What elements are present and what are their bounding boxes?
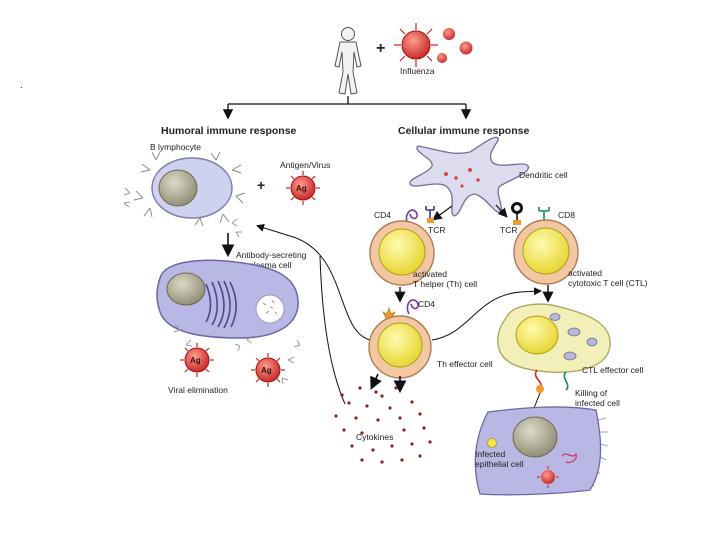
th-effector-label: Th effector cell	[437, 359, 493, 369]
plus-sign-top: +	[376, 40, 385, 57]
tcr-receptor-left-icon	[425, 206, 435, 220]
antigen-virus-icon: Ag	[286, 171, 320, 205]
infected-epithelial-cell	[474, 406, 609, 496]
ctl-cell-label-1: activated	[568, 268, 602, 278]
infected-label-2: epithelial cell	[475, 459, 524, 469]
th-effector-cell	[368, 315, 432, 379]
tcr-label-left: TCR	[428, 225, 445, 235]
activated-th-cell	[369, 220, 435, 286]
ctl-effector-label: CTL effector cell	[582, 365, 644, 375]
b-lymphocyte-cell	[133, 151, 246, 227]
arrow-th-effector-to-ctl	[431, 287, 542, 341]
cellular-response-heading: Cellular immune response	[398, 125, 529, 137]
infected-label-1: Infected	[475, 449, 506, 459]
killing-label-1: Killing of	[575, 388, 608, 398]
cd4-receptor-effector-icon	[406, 299, 419, 315]
cytokine-release-arrows	[370, 373, 407, 394]
th-cell-label-2: T helper (Th) cell	[413, 279, 477, 289]
human-figure-icon	[334, 27, 362, 95]
plasma-cell	[156, 259, 299, 339]
ag-label-left: Ag	[190, 356, 201, 365]
b-lymphocyte-label: B lymphocyte	[150, 142, 201, 152]
activated-ctl-cell	[513, 219, 579, 285]
stray-dot: .	[20, 80, 23, 91]
cd4-receptor-icon	[405, 209, 418, 226]
arrow-th-effector-to-b-cell	[256, 223, 371, 341]
mhc-marker-left	[427, 218, 434, 223]
cd8-receptor-icon	[538, 207, 550, 225]
plasma-cell-label-2: plasma cell	[249, 260, 292, 270]
plus-sign-humoral: +	[257, 177, 265, 193]
ag-virus-icon-right: Ag	[251, 353, 285, 387]
ag-virus-icon-left: Ag	[180, 343, 214, 377]
killing-synapse-icon	[533, 369, 569, 409]
ag-label-right: Ag	[261, 366, 272, 375]
arrow-dc-to-ctl	[495, 204, 508, 218]
ag-label-top: Ag	[296, 184, 307, 193]
ctl-effector-cell	[497, 303, 611, 373]
tcr-receptor-right-icon	[511, 202, 523, 225]
virus-in-epithelial-icon	[537, 466, 559, 488]
cytokine-dots	[334, 386, 432, 464]
arrow-dc-to-th	[432, 205, 453, 221]
cytokines-label: Cytokines	[356, 432, 393, 442]
humoral-response-heading: Humoral immune response	[161, 125, 297, 137]
dendritic-cell	[409, 136, 530, 217]
free-antibody-icons	[123, 187, 242, 238]
influenza-virus-icon	[394, 23, 473, 67]
antibody-cluster	[173, 324, 301, 385]
branch-connector	[222, 96, 472, 120]
cd4-label: CD4	[374, 210, 391, 220]
plasma-cell-label-1: Antibody-secreting	[236, 250, 307, 260]
th-cell-label-1: activated	[413, 269, 447, 279]
antigen-virus-label: Antigen/Virus	[280, 160, 330, 170]
viral-elimination-label: Viral elimination	[168, 385, 228, 395]
line-to-viral-elimination	[319, 255, 346, 405]
ctl-cell-label-2: cytotoxic T cell (CTL)	[568, 278, 648, 288]
influenza-label: Influenza	[400, 66, 435, 76]
tcr-label-right: TCR	[500, 225, 517, 235]
killing-label-2: infected cell	[575, 398, 620, 408]
cd8-label: CD8	[558, 210, 575, 220]
dendritic-cell-label: Dendritic cell	[519, 170, 568, 180]
cd4-effector-label: CD4	[418, 299, 435, 309]
